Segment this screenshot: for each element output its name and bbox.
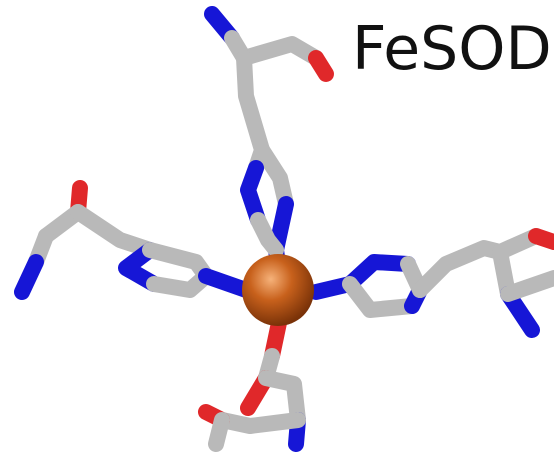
figure-label: FeSOD xyxy=(352,14,552,84)
bottom-aspartate xyxy=(198,310,306,452)
top-histidine xyxy=(204,6,334,272)
left-histidine xyxy=(14,180,254,300)
iron-atom xyxy=(242,254,314,326)
right-histidine xyxy=(308,228,554,338)
